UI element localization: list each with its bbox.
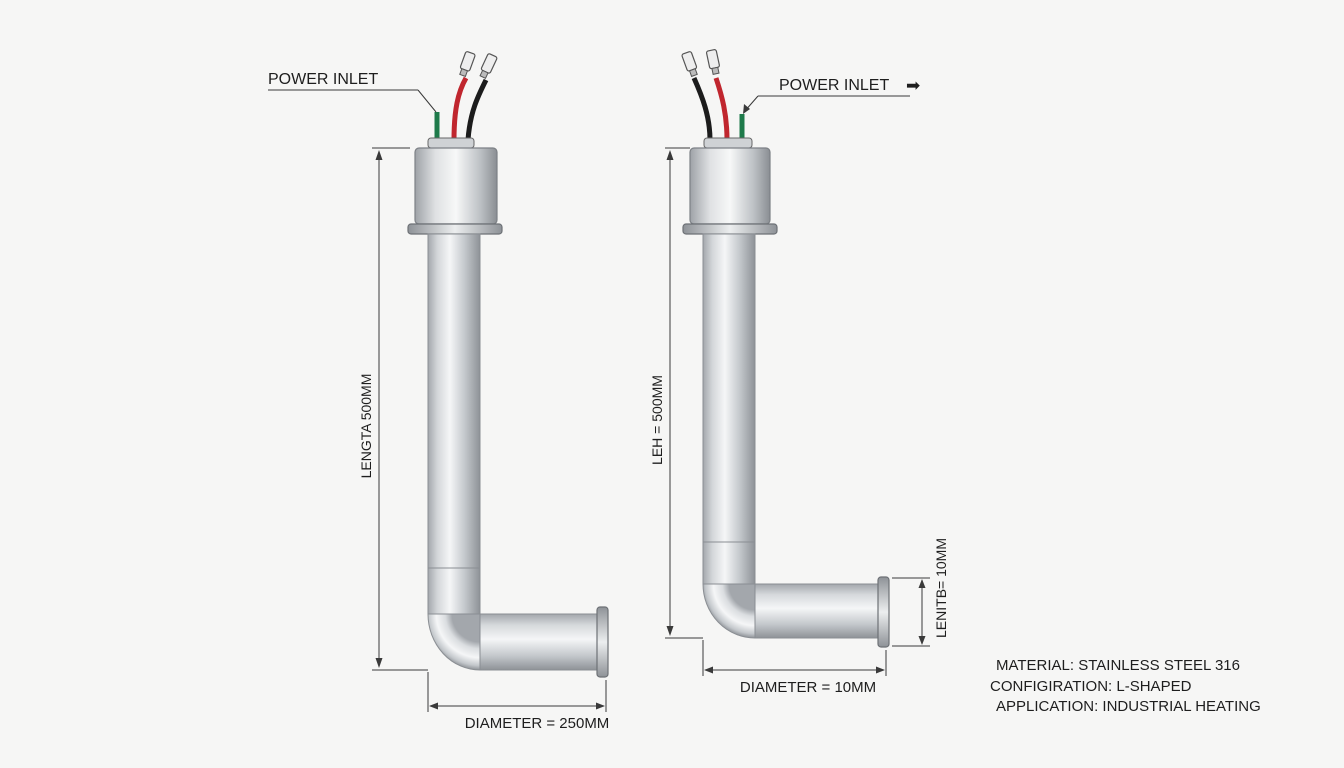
left-horizontal-tube: [479, 613, 601, 671]
left-red-wire: [451, 76, 469, 141]
right-diameter-dimension: [702, 640, 887, 676]
left-black-terminal: [479, 53, 498, 79]
right-wires: [681, 49, 753, 149]
spec-block: MATERIAL: STAINLESS STEEL 316 CONFIGIRAT…: [990, 656, 1310, 718]
spec-application: APPLICATION: INDUSTRIAL HEATING: [996, 698, 1261, 715]
right-power-inlet-label: POWER INLET: [779, 77, 889, 94]
right-heater: POWER INLET ➡ LEH = 500MM LENITB= 10MM: [649, 49, 949, 696]
left-length-label: LENGTA 500MM: [358, 374, 374, 479]
left-black-wire: [465, 78, 489, 141]
left-power-inlet-label: POWER INLET: [268, 71, 378, 88]
right-diameter-label: DIAMETER = 10MM: [740, 679, 876, 696]
left-end-cap: [596, 606, 609, 678]
right-end-cap: [877, 576, 890, 648]
left-diameter-label: DIAMETER = 250MM: [465, 715, 610, 732]
left-flange: [407, 223, 503, 235]
left-heater: POWER INLET LENGTA 500MM DIAMETER = 250M…: [268, 51, 609, 732]
left-head-housing: [414, 147, 498, 225]
right-vertical-tube: [702, 233, 756, 585]
right-length-label: LEH = 500MM: [649, 375, 665, 465]
right-short-length-label: LENITB= 10MM: [933, 538, 949, 638]
left-terminal-block: [427, 137, 475, 149]
right-red-wire: [713, 77, 730, 141]
right-short-length-dimension: [892, 577, 930, 647]
right-length-dimension: [665, 147, 703, 639]
right-black-wire: [691, 76, 713, 141]
left-vertical-tube: [427, 233, 481, 615]
right-flange: [682, 223, 778, 235]
right-red-terminal: [705, 49, 720, 75]
left-red-terminal: [459, 51, 476, 78]
left-elbow: [427, 613, 481, 671]
right-black-terminal: [681, 51, 698, 78]
right-head-housing: [689, 147, 771, 225]
left-wires: [427, 51, 498, 149]
left-length-dimension: [372, 147, 428, 671]
spec-configuration: CONFIGIRATION: L-SHAPED: [990, 677, 1192, 695]
right-elbow: [702, 583, 756, 639]
left-power-leader: [268, 89, 437, 113]
right-arrow-icon: ➡: [906, 76, 920, 95]
right-power-leader: [743, 95, 910, 114]
spec-material: MATERIAL: STAINLESS STEEL 316: [996, 657, 1240, 674]
right-horizontal-tube: [754, 583, 881, 639]
left-diameter-dimension: [427, 672, 607, 712]
right-terminal-block: [703, 137, 753, 149]
